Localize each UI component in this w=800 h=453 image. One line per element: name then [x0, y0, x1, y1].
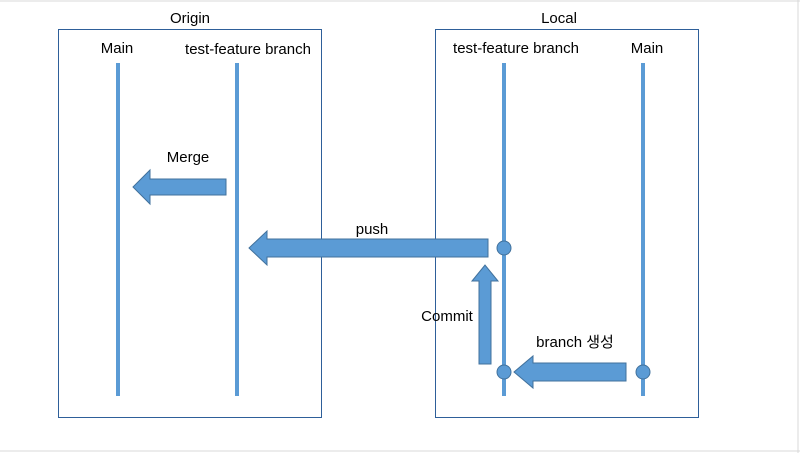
- local-repo-box: Local test-feature branch Main: [435, 10, 699, 418]
- origin-box-border: [58, 29, 322, 418]
- local-box-border: [435, 29, 699, 418]
- branch-create-label: branch 생성: [536, 334, 614, 351]
- push-label: push: [356, 221, 389, 238]
- commit-label: Commit: [421, 308, 473, 325]
- local-title: Local: [541, 10, 577, 27]
- commit-node-main: [635, 364, 651, 380]
- branch-create-arrow: [513, 354, 627, 390]
- commit-node-pushed: [496, 240, 512, 256]
- origin-main-label: Main: [101, 40, 134, 57]
- merge-arrow: [132, 168, 227, 206]
- local-branch-label: test-feature branch: [453, 40, 579, 57]
- origin-repo-box: Origin Main test-feature branch: [58, 10, 322, 418]
- local-main-label: Main: [631, 40, 664, 57]
- merge-label: Merge: [167, 149, 210, 166]
- origin-title: Origin: [170, 10, 210, 27]
- push-arrow: [248, 229, 489, 267]
- commit-node-branch-start: [496, 364, 512, 380]
- commit-arrow: [470, 264, 500, 365]
- origin-branch-label: test-feature branch: [185, 41, 311, 58]
